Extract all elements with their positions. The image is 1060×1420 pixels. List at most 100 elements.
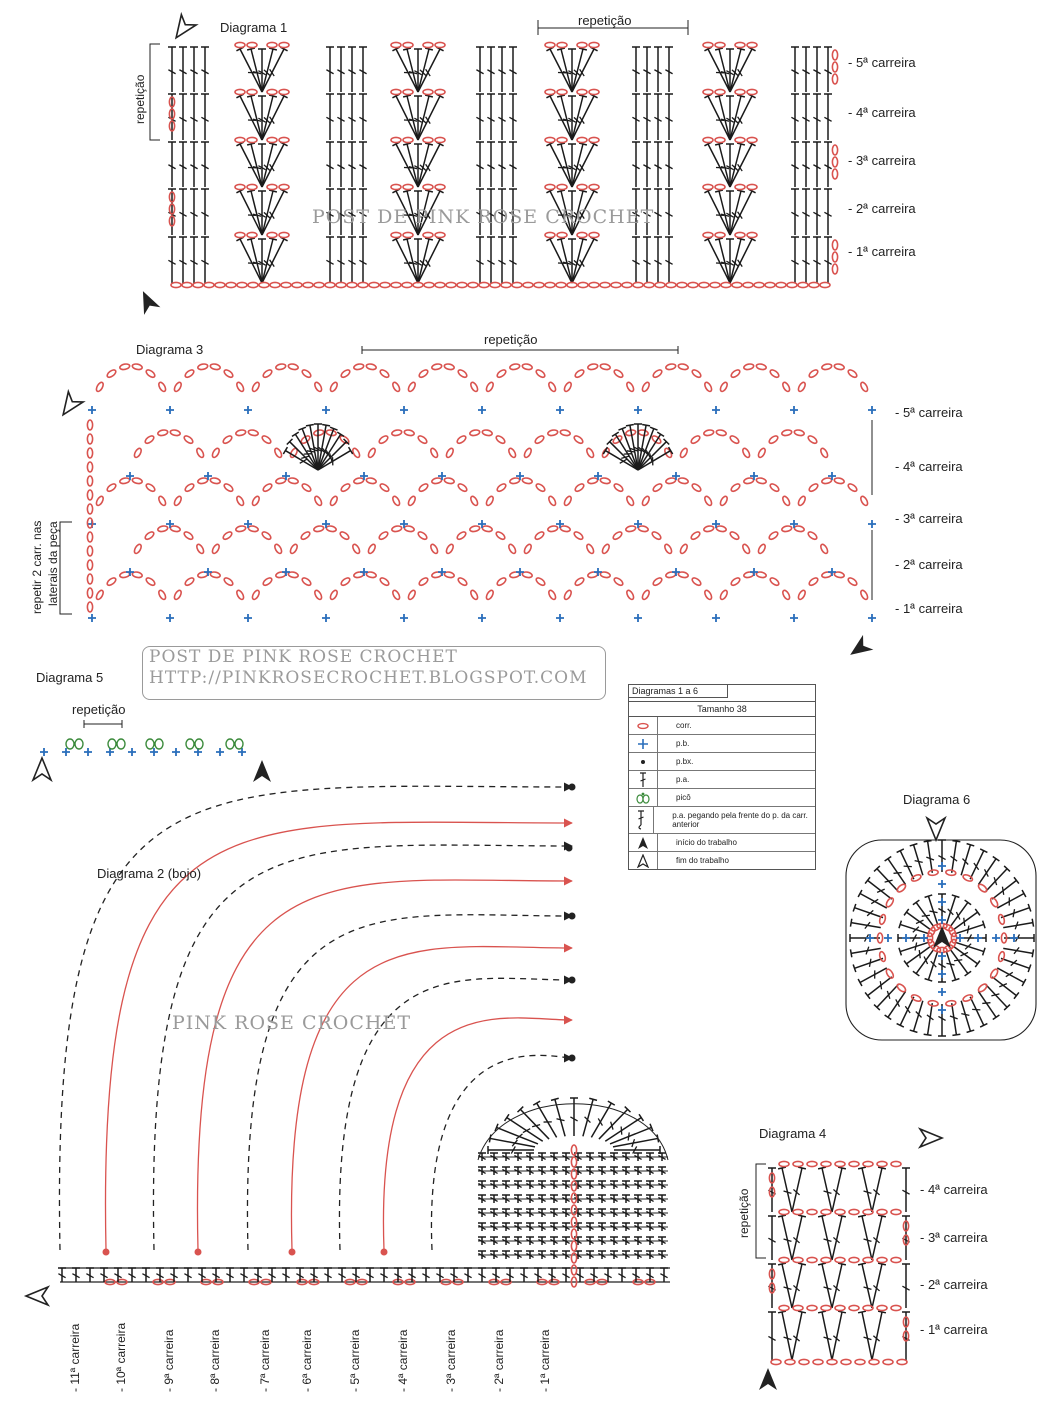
chain-icon — [629, 717, 658, 734]
chain-stitch — [366, 363, 377, 370]
chain-stitch — [769, 576, 780, 586]
double-crochet-stitch — [557, 238, 572, 283]
double-crochet-stitch — [557, 143, 572, 187]
chain-stitch — [832, 240, 837, 250]
chain-stitch — [251, 495, 261, 506]
double-crochet-stitch — [818, 1311, 832, 1360]
diagram-3-row-1-label: - 1ª carreira — [895, 601, 963, 616]
chain-stitch — [445, 543, 455, 554]
double-crochet-stitch — [359, 142, 367, 187]
chain-stitch — [535, 576, 546, 586]
picot-stitch — [226, 739, 234, 749]
chain-stitch — [651, 530, 662, 540]
chain-stitch — [339, 530, 350, 540]
chain-stitch — [652, 576, 663, 586]
diagram-3-row-3-label: - 3ª carreira — [895, 511, 963, 526]
diagram-5-chart — [33, 720, 271, 782]
diagram-3-row-5-label: - 5ª carreira — [895, 405, 963, 420]
chain-stitch — [210, 363, 221, 370]
chain-stitch — [557, 42, 567, 47]
chain-stitch — [157, 525, 168, 532]
chain-stitch — [270, 282, 280, 287]
chain-stitch — [600, 363, 611, 370]
chain-stitch — [281, 282, 291, 287]
chain-stitch — [678, 477, 689, 484]
chain-stitch — [235, 429, 246, 436]
chain-stitch — [821, 477, 832, 484]
single-crochet-stitch — [884, 934, 892, 942]
chain-stitch — [413, 282, 423, 287]
double-crochet-stitch — [813, 142, 821, 187]
double-crochet-stitch — [546, 142, 572, 187]
double-crochet-stitch — [660, 1268, 668, 1282]
chain-stitch — [457, 282, 467, 287]
diagram-2-row-label: - 8ª carreira — [208, 1330, 222, 1392]
chain-stitch — [106, 482, 117, 492]
double-crochet-stitch — [853, 904, 883, 918]
start-point — [103, 1249, 110, 1256]
chain-stitch — [835, 1209, 845, 1214]
continuation-arrow — [105, 822, 572, 1250]
double-crochet-stitch — [791, 142, 799, 187]
double-crochet-stitch — [498, 47, 506, 92]
chain-stitch — [589, 42, 599, 47]
double-crochet-stitch — [858, 1215, 872, 1260]
chain-stitch — [577, 42, 587, 47]
double-crochet-stitch — [184, 1268, 192, 1282]
double-crochet-stitch — [802, 47, 810, 92]
chain-stitch — [509, 477, 520, 484]
chain-stitch — [157, 495, 167, 506]
diagram-2-watermark: PINK ROSE CROCHET — [172, 1012, 411, 1034]
chain-stitch — [407, 495, 417, 506]
chain-stitch — [418, 368, 429, 378]
double-crochet-stitch — [262, 47, 288, 92]
chain-stitch — [798, 282, 808, 287]
double-crochet-stitch — [605, 1114, 643, 1141]
start-arrow-icon — [26, 1287, 48, 1305]
chain-stitch — [545, 232, 555, 237]
double-crochet-stitch — [1001, 904, 1031, 918]
chain-stitch — [715, 232, 725, 237]
double-crochet-stitch — [240, 1268, 248, 1282]
double-crochet-stitch — [730, 47, 756, 92]
chain-stitch — [469, 381, 479, 392]
double-crochet-stitch — [487, 237, 495, 283]
double-crochet-stitch — [872, 1263, 886, 1308]
double-crochet-stitch — [72, 1268, 80, 1282]
end-point — [569, 1055, 576, 1062]
chain-stitch — [173, 381, 183, 392]
chain-stitch — [557, 184, 567, 189]
double-crochet-stitch — [557, 95, 572, 140]
double-crochet-stitch — [778, 1263, 792, 1308]
double-crochet-stitch — [850, 919, 880, 929]
single-crochet-icon — [629, 735, 658, 752]
single-crochet-stitch — [920, 934, 928, 942]
return-arrow — [153, 845, 572, 1250]
chain-stitch — [715, 89, 725, 94]
chain-stitch — [184, 368, 195, 378]
chain-stitch — [446, 282, 456, 287]
chain-stitch — [879, 914, 887, 925]
double-crochet-stitch — [778, 1215, 792, 1260]
chain-stitch — [87, 588, 92, 598]
end-point — [569, 977, 576, 984]
chain-stitch — [535, 368, 546, 378]
double-crochet-stitch — [899, 921, 929, 934]
chain-stitch — [563, 589, 573, 600]
diagram-2-row-label: - 1ª carreira — [538, 1330, 552, 1392]
chain-stitch — [691, 368, 702, 378]
chain-stitch — [145, 482, 156, 492]
chain-stitch — [827, 1359, 837, 1364]
picot-stitch — [108, 739, 116, 749]
chain-stitch — [832, 252, 837, 262]
chain-stitch — [223, 368, 234, 378]
double-crochet-stitch — [201, 94, 209, 140]
chain-stitch — [757, 543, 767, 554]
chain-stitch — [545, 89, 555, 94]
chain-stitch — [747, 232, 757, 237]
chain-stitch — [807, 1161, 817, 1166]
chain-stitch — [482, 525, 493, 532]
chain-stitch — [275, 477, 286, 484]
chain-stitch — [523, 543, 533, 554]
chain-stitch — [534, 282, 544, 287]
